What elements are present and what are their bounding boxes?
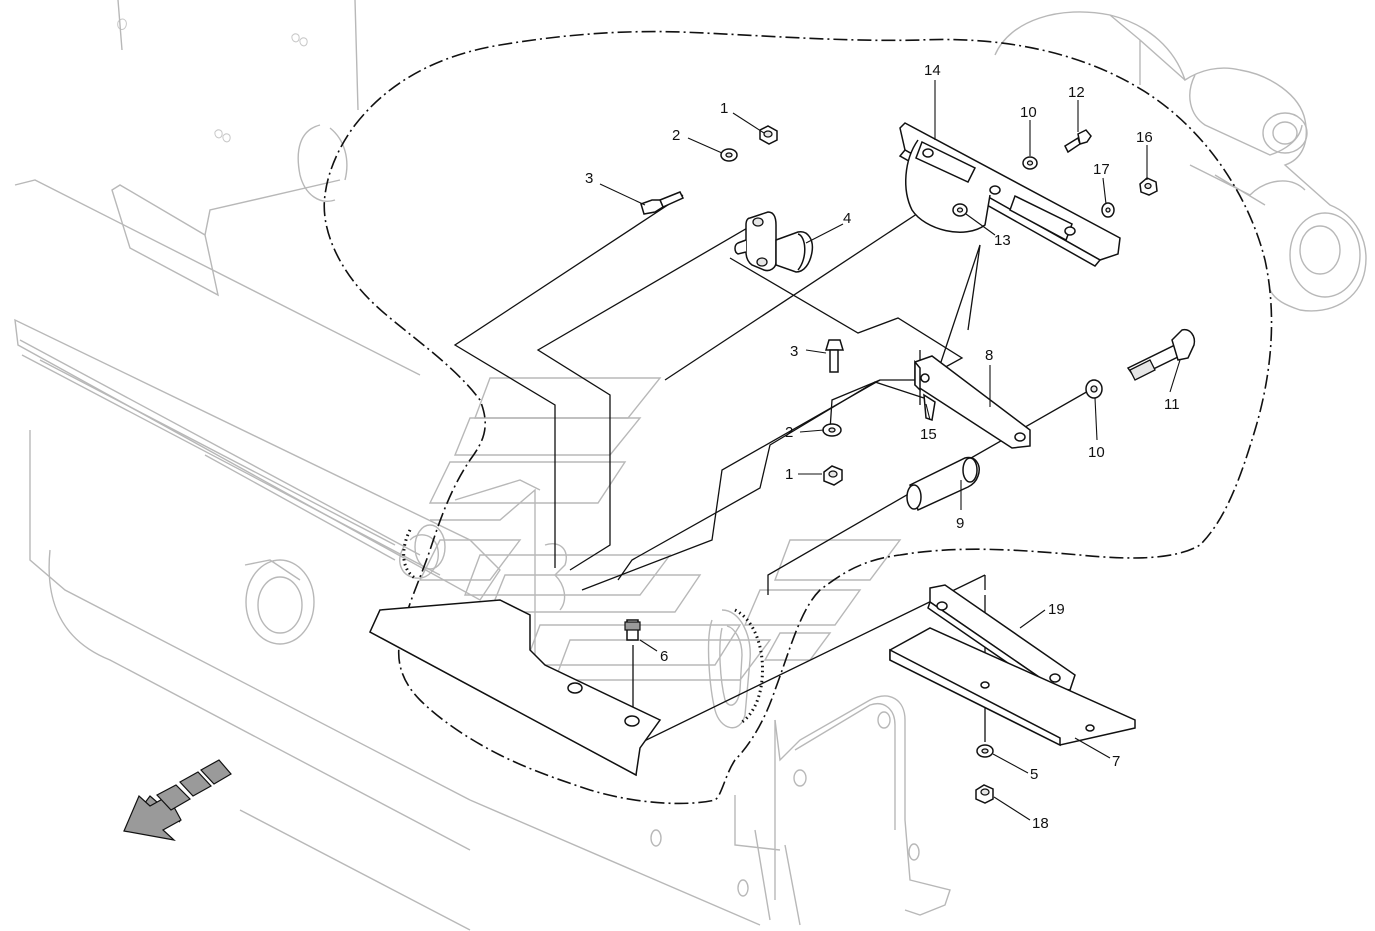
dotted-hinge-left — [402, 529, 416, 580]
background-machine-structure — [14, 0, 1367, 931]
nut-18[interactable] — [975, 784, 994, 804]
nut-1-top[interactable] — [759, 125, 778, 145]
washer-10-right[interactable] — [1085, 379, 1103, 399]
detail-boundary-outline — [323, 30, 1273, 805]
nut-16[interactable] — [1139, 177, 1158, 196]
callout-6: 6 — [660, 648, 668, 665]
bolt-12[interactable] — [1064, 129, 1092, 154]
callout-3-top: 3 — [585, 170, 593, 187]
washer-13[interactable] — [952, 203, 968, 217]
callout-3-middle: 3 — [790, 343, 798, 360]
callout-1-top: 1 — [720, 100, 728, 117]
leader-lines — [599, 80, 1181, 821]
callout-13: 13 — [994, 232, 1011, 249]
washer-17[interactable] — [1101, 202, 1115, 218]
part-8-bar[interactable] — [914, 355, 1031, 449]
callout-10-right: 10 — [1088, 444, 1105, 461]
hardware — [640, 125, 1158, 804]
callout-9: 9 — [956, 515, 964, 532]
callout-7: 7 — [1112, 753, 1120, 770]
callout-1-middle: 1 — [785, 466, 793, 483]
part-9-tube[interactable] — [906, 456, 980, 512]
washer-10-top[interactable] — [1022, 156, 1038, 170]
callout-15: 15 — [920, 426, 937, 443]
washer-5[interactable] — [976, 744, 994, 758]
callout-5: 5 — [1030, 766, 1038, 783]
bolt-3-middle[interactable] — [824, 339, 845, 373]
callout-10-top: 10 — [1020, 104, 1037, 121]
callout-2-middle: 2 — [785, 424, 793, 441]
part-6-base-plate[interactable] — [369, 599, 662, 777]
part-7-plate[interactable] — [889, 627, 1136, 747]
part-11-long-bolt[interactable] — [1126, 328, 1196, 381]
callout-8: 8 — [985, 347, 993, 364]
callout-4: 4 — [843, 210, 851, 227]
direction-arrow-icon — [123, 759, 232, 841]
callout-2-top: 2 — [672, 127, 680, 144]
part-14-slotted-bracket[interactable] — [898, 122, 1121, 267]
bolt-3-top[interactable] — [640, 191, 685, 215]
callout-16: 16 — [1136, 129, 1153, 146]
callout-18: 18 — [1032, 815, 1049, 832]
washer-2-top[interactable] — [720, 148, 738, 162]
nut-1-middle[interactable] — [823, 465, 843, 486]
part-4-sensor-bracket[interactable] — [734, 211, 814, 273]
washer-2-middle[interactable] — [822, 423, 842, 437]
callout-12: 12 — [1068, 84, 1085, 101]
callout-17: 17 — [1093, 161, 1110, 178]
callout-14: 14 — [924, 62, 941, 79]
callout-11: 11 — [1164, 396, 1180, 413]
callout-labels: 1 2 3 4 14 10 12 16 17 13 3 8 2 15 1 11 … — [585, 62, 1180, 832]
callout-19: 19 — [1048, 601, 1065, 618]
